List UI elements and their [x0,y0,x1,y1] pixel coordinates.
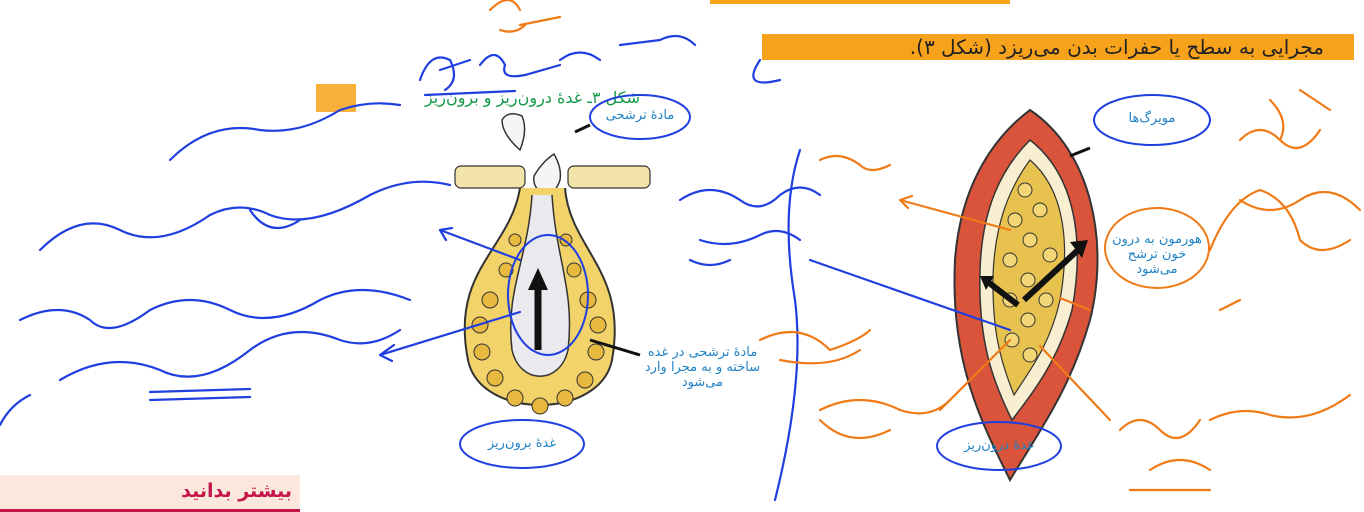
label-endocrine-gland: غدهٔ درون‌ریز [940,438,1058,453]
label-exocrine-gland: غدهٔ برون‌ریز [462,436,582,451]
exocrine-gland-illustration [455,114,650,414]
section-heading: بیشتر بدانید [0,480,292,502]
handwriting-orange [490,0,1360,490]
label-secretion-made: مادهٔ ترشحی در غده ساخته و به مجرا وارد … [640,345,765,390]
label-capillaries: مویرگ‌ها [1096,111,1208,126]
label-hormone: هورمون به درون خون ترشح می‌شود [1108,232,1206,277]
label-secretion: مادهٔ ترشحی [592,108,688,123]
